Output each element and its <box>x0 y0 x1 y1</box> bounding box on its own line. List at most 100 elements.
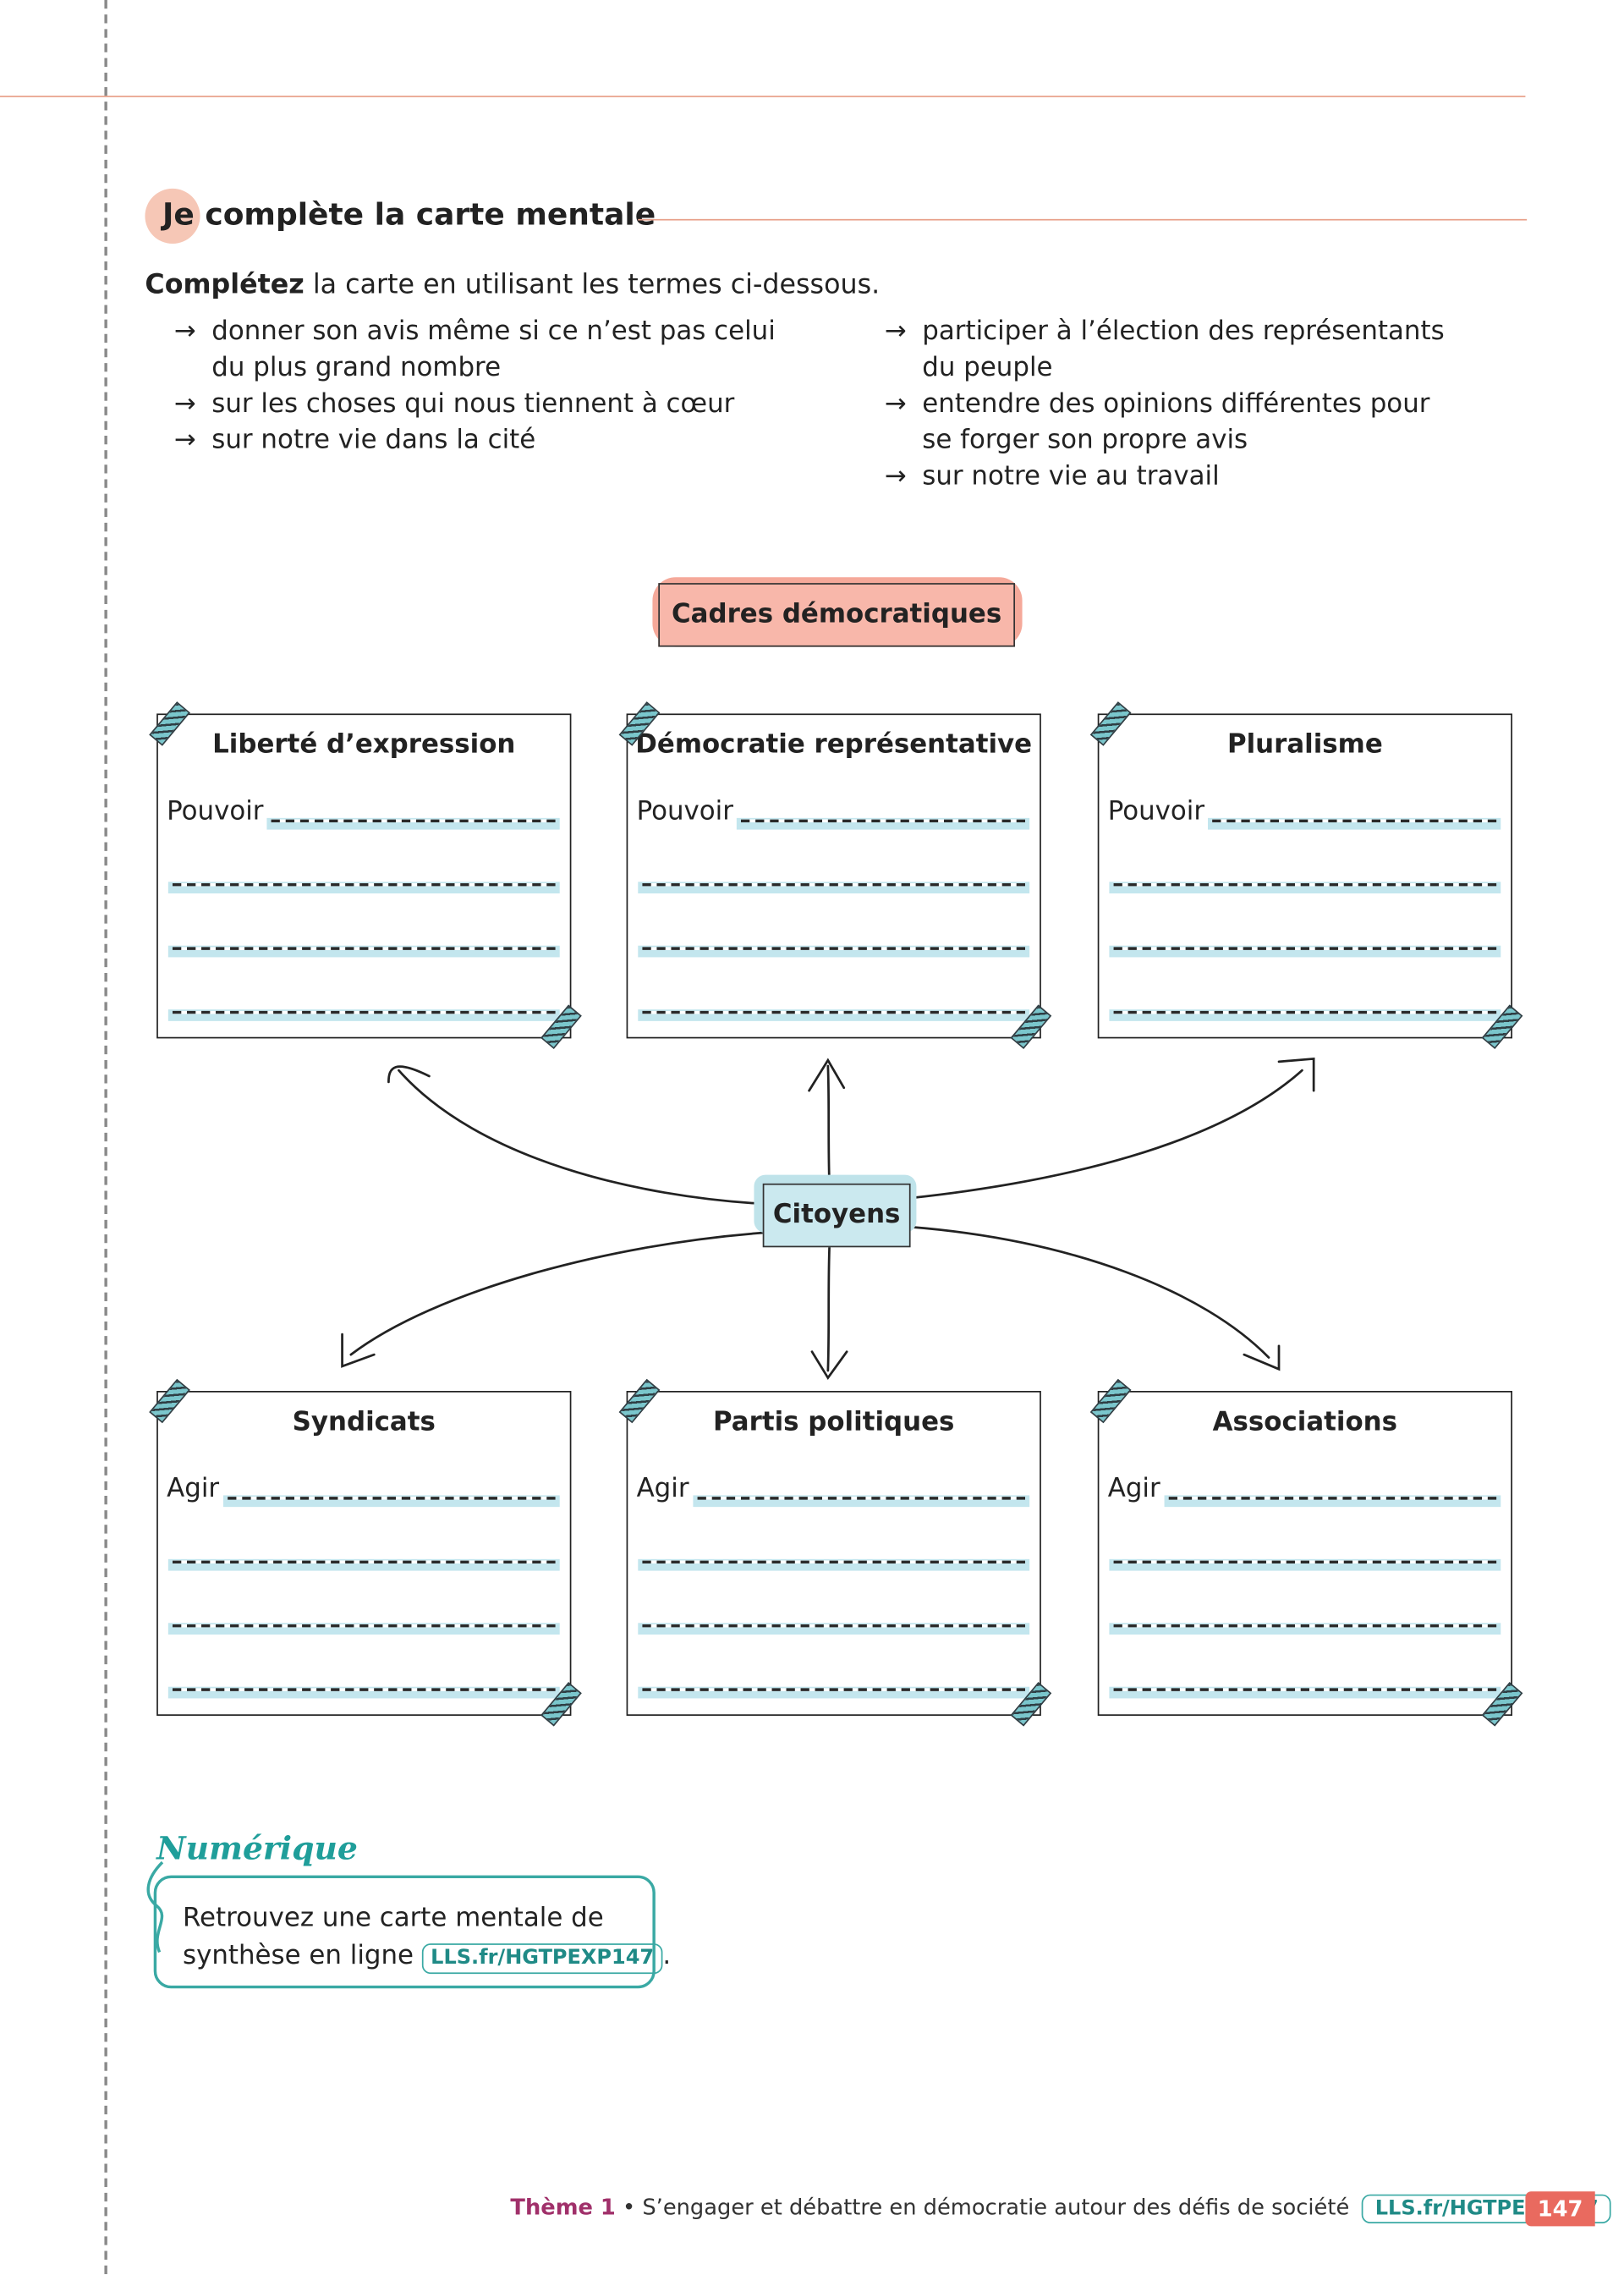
section-title-rest: complète la carte mentale <box>194 197 656 233</box>
term-text: entendre des opinions différentes pour <box>922 388 1430 420</box>
term-text: participer à l’élection des représentant… <box>922 316 1445 347</box>
answer-line[interactable] <box>173 1560 556 1563</box>
box-label: Agir <box>167 1473 220 1504</box>
section-title: Je complète la carte mentale <box>162 197 656 232</box>
numerique-text: Retrouvez une carte mentale de synthèse … <box>183 1900 671 1976</box>
margin-dashed-line <box>104 0 107 2274</box>
arrow-to-syndicats <box>349 1231 765 1356</box>
term-item: → participer à l’élection des représentan… <box>885 313 1445 349</box>
instruction-text: la carte en utilisant les termes ci-dess… <box>304 269 881 300</box>
answer-line[interactable] <box>642 1560 1025 1563</box>
numerique-period: . <box>662 1940 672 1971</box>
term-text: sur notre vie dans la cité <box>211 425 536 456</box>
arrow-right-icon: → <box>884 461 907 492</box>
answer-line[interactable] <box>1212 819 1497 822</box>
box-title: Liberté d’expression <box>212 729 516 761</box>
arrowhead-syndicats <box>341 1333 376 1368</box>
arrowhead-democratie <box>808 1058 846 1092</box>
term-item: → donner son avis même si ce n’est pas ce… <box>174 313 776 349</box>
box-label: Agir <box>1107 1473 1160 1504</box>
answer-line[interactable] <box>697 1497 1025 1500</box>
term-text-continuation: du peuple <box>922 352 1053 383</box>
term-text: sur notre vie au travail <box>922 461 1220 492</box>
arrow-to-democratie <box>826 1064 831 1185</box>
box-label: Pouvoir <box>636 796 733 827</box>
answer-line[interactable] <box>642 947 1025 950</box>
answer-line[interactable] <box>1113 883 1497 887</box>
arrow-right-icon: → <box>884 388 907 420</box>
arrow-right-icon: → <box>173 388 196 420</box>
swirl-decoration <box>146 1860 164 1954</box>
answer-line[interactable] <box>1168 1497 1497 1500</box>
term-list-right: → participer à l’élection des représentan… <box>885 313 1445 494</box>
term-item: → sur les choses qui nous tiennent à cœur <box>174 386 776 422</box>
box-pluralisme: Pluralisme Pouvoir <box>1097 713 1512 1039</box>
footer-theme: Thème 1 <box>510 2194 616 2221</box>
arrow-right-icon: → <box>173 425 196 456</box>
term-item: → entendre des opinions différentes pour <box>885 386 1445 422</box>
numerique-link[interactable]: LLS.fr/HGTPEXP147 <box>421 1943 663 1975</box>
arrow-right-icon: → <box>173 316 196 347</box>
section-rule <box>638 218 1528 221</box>
answer-line[interactable] <box>1113 1624 1497 1628</box>
term-item: → sur notre vie au travail <box>885 459 1445 495</box>
numerique-line1: Retrouvez une carte mentale de <box>183 1903 604 1934</box>
arrowhead-associations <box>1243 1344 1281 1371</box>
numerique-box <box>153 1875 656 1989</box>
answer-line[interactable] <box>173 883 556 887</box>
box-title: Syndicats <box>292 1406 436 1437</box>
box-title: Pluralisme <box>1226 729 1383 761</box>
term-text-continuation: se forger son propre avis <box>922 425 1248 456</box>
answer-line[interactable] <box>1113 947 1497 950</box>
instruction: Complétez la carte en utilisant les term… <box>145 270 880 300</box>
answer-line[interactable] <box>642 1010 1025 1014</box>
arrow-right-icon: → <box>884 316 907 347</box>
answer-line[interactable] <box>173 1624 556 1628</box>
footer-text: S’engager et débattre en démocratie auto… <box>642 2194 1350 2221</box>
box-title: Associations <box>1212 1406 1398 1437</box>
box-associations: Associations Agir <box>1097 1391 1512 1716</box>
top-rule <box>0 96 1526 97</box>
numerique-title: Numérique <box>156 1830 358 1868</box>
term-text: sur les choses qui nous tiennent à cœur <box>211 388 735 420</box>
answer-line[interactable] <box>228 1497 556 1500</box>
footer: Thème 1 • S’engager et débattre en démoc… <box>510 2194 1612 2223</box>
arrowhead-partis <box>810 1350 848 1381</box>
box-partis-politiques: Partis politiques Agir <box>626 1391 1041 1716</box>
arrow-to-liberte <box>398 1069 765 1206</box>
answer-line[interactable] <box>642 883 1025 887</box>
arrow-to-partis <box>826 1245 831 1372</box>
box-label: Pouvoir <box>1107 796 1205 827</box>
section-highlight-circle <box>145 188 200 244</box>
box-democratie-representative: Démocratie représentative Pouvoir <box>626 713 1041 1039</box>
answer-line[interactable] <box>642 1624 1025 1628</box>
answer-line[interactable] <box>271 819 556 822</box>
term-list-left: → donner son avis même si ce n’est pas ce… <box>174 313 776 458</box>
footer-separator: • <box>615 2194 643 2221</box>
answer-line[interactable] <box>741 819 1025 822</box>
answer-line[interactable] <box>1113 1560 1497 1563</box>
term-text: donner son avis même si ce n’est pas cel… <box>211 316 776 347</box>
arrow-to-pluralisme <box>909 1069 1303 1200</box>
box-syndicats: Syndicats Agir <box>156 1391 572 1716</box>
answer-line[interactable] <box>1113 1688 1497 1691</box>
box-label: Pouvoir <box>167 796 264 827</box>
instruction-bold: Complétez <box>145 269 304 300</box>
box-title: Partis politiques <box>713 1406 955 1437</box>
box-title: Démocratie représentative <box>635 729 1033 761</box>
box-label: Agir <box>636 1473 689 1504</box>
page-number: 147 <box>1525 2191 1595 2227</box>
answer-line[interactable] <box>642 1688 1025 1691</box>
answer-line[interactable] <box>173 1010 556 1014</box>
answer-line[interactable] <box>173 1688 556 1691</box>
term-item: → sur notre vie dans la cité <box>174 422 776 459</box>
numerique-line2: synthèse en ligne LLS.fr/HGTPEXP147. <box>183 1937 671 1976</box>
center-node: Citoyens <box>762 1183 911 1248</box>
top-node: Cadres démocratiques <box>658 583 1015 647</box>
arrow-to-associations <box>909 1225 1270 1359</box>
answer-line[interactable] <box>1113 1010 1497 1014</box>
term-text-continuation: du plus grand nombre <box>211 352 502 383</box>
answer-line[interactable] <box>173 947 556 950</box>
